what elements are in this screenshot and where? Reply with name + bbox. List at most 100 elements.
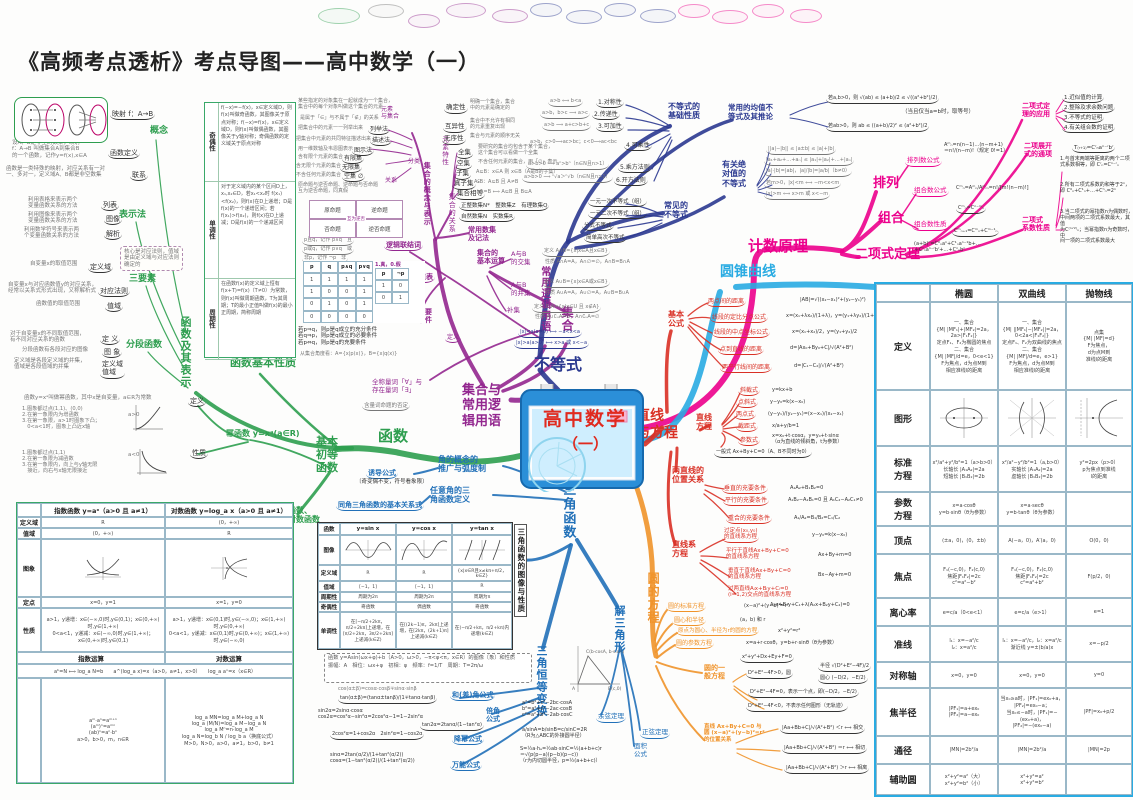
map-node-227[interactable]: 同角三角函数的基本关系式	[336, 501, 424, 512]
branch-trig-identity[interactable]: 三角恒等变换	[534, 645, 548, 717]
map-node-204[interactable]: 圆的标准方程	[666, 603, 707, 613]
map-node-110[interactable]: 充要 条件	[418, 308, 432, 325]
branch-counting[interactable]: 计数原理	[748, 237, 809, 255]
node-repr-method[interactable]: 表示法	[119, 210, 147, 220]
map-node-210[interactable]: 圆的参数方程	[674, 640, 715, 650]
map-node-243[interactable]: 面积 公式	[634, 742, 647, 758]
node-circle-general-eq[interactable]: 圆的一 般方程	[704, 664, 725, 681]
node-angle-concept[interactable]: 角的概念的 推广与弧度制	[438, 455, 486, 474]
map-node-206[interactable]: 圆心和半径	[672, 617, 707, 627]
map-node-234: tan2α=2tanα/(1−tan²α)	[420, 722, 484, 731]
map-node-79[interactable]: A与B 的并集	[511, 281, 531, 297]
node-mean-ineq[interactable]: 常用的均值不 等式及其推论	[728, 103, 773, 121]
map-node-168[interactable]: 线段的定比分点公式	[710, 314, 769, 324]
map-node-78[interactable]: A与B 的交集	[511, 250, 531, 266]
map-node-181[interactable]: 两点式	[734, 411, 757, 421]
map-node-183[interactable]: 截距式	[736, 423, 759, 433]
map-node-80[interactable]: 补集	[507, 306, 520, 314]
node-ineq-basic-props[interactable]: 不等式的 基础性质	[668, 102, 700, 121]
map-node-200[interactable]: 垂直于直线Ax+By+C=0 的直线系方程	[728, 568, 791, 581]
branch-circle-eq[interactable]: 圆的方程	[646, 572, 661, 624]
map-node-103[interactable]: 关系	[385, 177, 398, 184]
map-node-241[interactable]: 正弦定理	[640, 728, 670, 739]
map-node-193[interactable]: 重合的充要条件	[726, 515, 773, 525]
map-node-208[interactable]: 原点为圆心、半径为r的圆的方程	[676, 628, 760, 637]
map-node-179[interactable]: 点斜式	[736, 399, 759, 409]
branch-inequality[interactable]: 不等式	[534, 355, 583, 374]
map-node-166[interactable]: 两点间的距离	[706, 298, 747, 308]
row-label: 离心率	[876, 598, 930, 626]
map-node-191[interactable]: 平行的充要条件	[723, 497, 770, 507]
node-exp-log-func[interactable]: 指数、 对数函数	[288, 506, 320, 525]
cell: e=1	[1066, 598, 1132, 626]
branch-sets-logic[interactable]: 集合与 常用逻 辑用语	[462, 383, 502, 429]
map-node-235[interactable]: 降幂公式	[452, 735, 484, 746]
node-set-operations[interactable]: 集合的 基本运算	[477, 249, 505, 266]
node-combination[interactable]: 组合	[878, 211, 905, 226]
node-basic-formulas[interactable]: 基本 公式	[668, 310, 684, 329]
map-node-236: 2cos²α=1+cos2α 2sin²α=1−cos2α	[330, 731, 425, 740]
node-abs-ineq[interactable]: 有关绝 对值的 不等式	[722, 160, 746, 188]
central-topic[interactable]: 高中数学 （一）	[519, 384, 645, 492]
map-node-185[interactable]: 参数式	[738, 437, 761, 447]
map-node-198[interactable]: 平行于直线Ax+By+C=0 的直线系方程	[726, 548, 789, 561]
row-label: 图形	[876, 390, 930, 446]
node-permutation[interactable]: 排列	[873, 176, 900, 191]
map-node-226: 〔奇变偶不变，符号看象限〕	[356, 479, 428, 485]
map-node-207: (a，b) 和 r	[740, 617, 766, 623]
edge-n-20	[566, 124, 672, 242]
node-line-circle-relation[interactable]: 直线 Ax+By+C=0 与 圆 (x−a)²+(y−b)²=r² 的位置关系	[704, 724, 765, 743]
map-node-87[interactable]: 元素 与集合	[381, 106, 400, 121]
node-three-elements[interactable]: 三要素	[129, 274, 157, 284]
node-basic-elem-func[interactable]: 基本 初等 函数	[316, 435, 338, 474]
node-concept[interactable]: 概念	[150, 126, 169, 136]
map-node-196[interactable]: 过定点(x₀,y₀) 的直线系方程	[722, 528, 760, 543]
map-node-150[interactable]: 组合数性质	[912, 220, 949, 231]
node-power-func[interactable]: 幂函数 y=xᵃ(a∈R)	[226, 429, 300, 438]
map-node-239[interactable]: 余弦定理	[596, 712, 626, 723]
node-binomial-general-term[interactable]: 二项展开 式的通项	[1024, 142, 1052, 159]
map-node-174[interactable]: 两平行线间的距离	[720, 364, 773, 374]
map-node-225[interactable]: 诱导公式	[366, 469, 398, 480]
node-binomial-apps[interactable]: 二项式定 理的应用	[1022, 102, 1050, 119]
map-node-211: x=a+r·cosθ，y=b+r·sinθ（θ为参数）	[746, 640, 837, 646]
node-binomial-coef-props[interactable]: 二项式 系数性质	[1022, 216, 1050, 233]
mapping-diagram-icon	[14, 97, 108, 143]
truth-note: 1.真，0.假	[375, 262, 401, 268]
branch-function[interactable]: 函数	[378, 427, 409, 445]
node-common-ineq[interactable]: 常见的 不等式	[664, 201, 688, 220]
map-node-148[interactable]: 组合数公式	[912, 186, 949, 197]
map-node-220: |Aa+Bb+C|/√(A²+B²) ＜r ⟺ 相交	[780, 725, 866, 734]
map-node-105[interactable]: 逻辑联结词	[384, 241, 423, 252]
map-node-202[interactable]: 过两直线Aᵢx+Bᵢy+Cᵢ=0 (i=1,2)交点的直线系方程	[728, 586, 792, 599]
map-node-237[interactable]: 万能公式	[450, 761, 482, 772]
node-number-sets[interactable]: 常用数集 及记法	[468, 226, 496, 243]
edge-m-26	[640, 249, 763, 431]
branch-conic[interactable]: 圆锥曲线	[720, 264, 776, 280]
map-node-96[interactable]: 分类	[408, 158, 421, 165]
map-node-177[interactable]: 斜截式	[738, 387, 761, 397]
node-set-relation[interactable]: 集合的关系	[448, 193, 457, 233]
map-node-170[interactable]: 线段的中点坐标公式	[712, 329, 771, 339]
row-label: 顶点	[876, 526, 930, 554]
node-binomial[interactable]: 二项式定理	[855, 247, 921, 262]
cell: R	[41, 517, 165, 528]
node-any-angle-def[interactable]: 任意角的三 角函数定义	[430, 486, 470, 505]
node-two-lines-relation[interactable]: 两直线的 位置关系	[672, 466, 704, 485]
map-node-232[interactable]: 倍角 公式	[486, 707, 500, 724]
node-element-props[interactable]: 元素特性	[440, 136, 449, 166]
map-node-142: 若m>0，|x|<m ⟺ −m<x<m	[764, 180, 842, 189]
node-set-concept-repr[interactable]: 集合的概念与表示	[423, 162, 432, 226]
node-line-family[interactable]: 直线系 方程	[672, 540, 696, 559]
node-func-repr[interactable]: 函数及其表示	[178, 316, 192, 388]
branch-trig[interactable]: 三角函数	[560, 483, 576, 539]
map-node-228[interactable]: 和(差)角公式	[450, 691, 496, 702]
node-line-equations[interactable]: 直线 方程	[696, 413, 712, 432]
map-node-172[interactable]: 点到直线的距离	[718, 346, 765, 356]
map-node-114[interactable]: 全称量词「∀」与 存在量词「∃」	[372, 378, 422, 394]
map-node-189[interactable]: 垂直的充要条件	[722, 485, 769, 495]
node-logic-terms[interactable]: 常用逻辑用语	[538, 266, 550, 332]
node-piecewise[interactable]: 分段函数	[126, 340, 163, 350]
map-node-146[interactable]: 排列数公式	[905, 156, 942, 167]
branch-solve-triangle[interactable]: 解三角形	[612, 605, 626, 653]
